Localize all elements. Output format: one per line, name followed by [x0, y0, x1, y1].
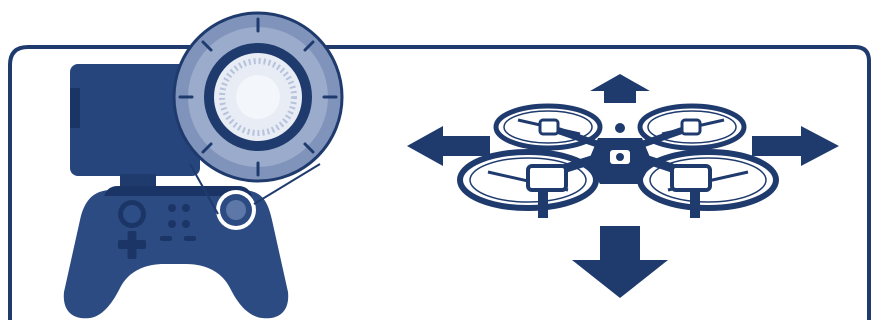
right-joystick-cap: [226, 200, 246, 220]
zoom-tick-top-left: [201, 40, 213, 52]
gamepad-shoulder: [104, 186, 252, 196]
zoom-tick-top-right: [303, 40, 315, 52]
zoom-ring-tick-marks: [178, 17, 338, 177]
prop-guard-rear-right: [637, 103, 747, 151]
arrow-down-icon: [572, 226, 668, 298]
prop-guard-front-left-inner: [469, 157, 587, 203]
motor-front-right: [670, 164, 712, 192]
prop-guard-rear-left-inner: [503, 110, 593, 144]
center-button-6: [184, 236, 196, 241]
center-button-5: [160, 236, 172, 241]
prop-guard-rear-right-inner: [647, 110, 737, 144]
arrow-left-icon: [407, 126, 490, 166]
left-joystick-cap: [123, 205, 141, 223]
drone-camera-lens: [616, 153, 624, 161]
phone-mount-clamp: [70, 88, 80, 128]
motor-front-left: [526, 164, 568, 192]
arrow-up-icon: [590, 74, 650, 103]
motor-rear-right: [680, 118, 702, 136]
prop-guard-front-right-inner: [649, 157, 767, 203]
arrow-right-icon: [752, 126, 839, 166]
center-button-4: [182, 220, 190, 228]
zoom-tick-bottom-left: [201, 142, 213, 154]
landing-leg-left: [538, 192, 548, 218]
center-button-2: [182, 204, 190, 212]
panel-frame: [8, 45, 871, 320]
zoom-stick-center: [236, 75, 280, 119]
motor-rear-left: [538, 118, 560, 136]
zoom-tick-bottom-right: [303, 142, 315, 154]
zoom-stick-texture: [219, 58, 297, 136]
controller-illustration: [63, 64, 289, 319]
joystick-zoom-inset: [172, 11, 344, 183]
magnifier-line-right: [253, 163, 321, 205]
center-button-1: [168, 204, 176, 212]
phone: [70, 64, 200, 176]
magnifier-line-left: [189, 163, 219, 215]
prop-guard-rear-left: [493, 103, 603, 151]
dpad-vertical: [127, 231, 137, 259]
drone-illustration: [457, 103, 779, 218]
landing-leg-right: [690, 192, 700, 218]
center-button-3: [168, 220, 176, 228]
drone-antenna: [615, 123, 625, 133]
prop-guard-front-left: [457, 149, 599, 211]
